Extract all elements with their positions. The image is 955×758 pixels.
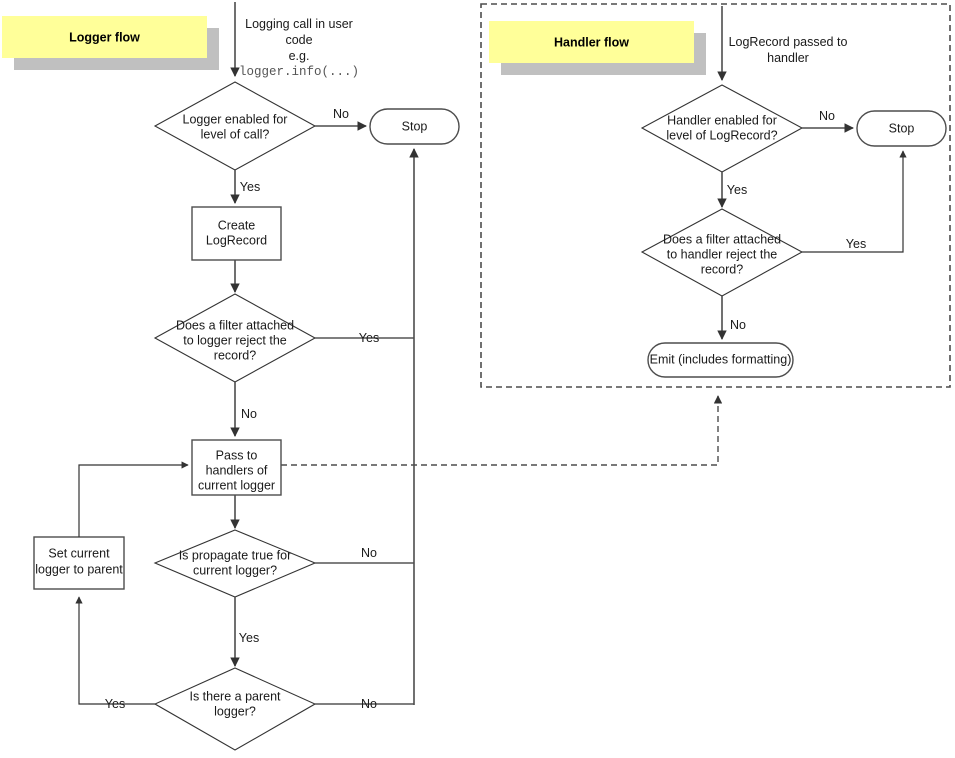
node-logger-enabled-line2: level of call? <box>201 127 270 141</box>
node-create-logrecord-line2: LogRecord <box>206 233 267 247</box>
logger-entry-text-line1: Logging call in user <box>245 17 353 31</box>
node-handler-enabled-line2: level of LogRecord? <box>666 128 777 142</box>
node-stop-handler <box>856 110 947 147</box>
handler-entry-text-line2: handler <box>767 51 809 65</box>
edge-pass-to-handler-flow <box>281 395 723 466</box>
edge-label-logger-enabled-no: No <box>333 107 349 121</box>
node-pass-to-handlers <box>191 439 282 496</box>
handler-flow-title-box <box>489 21 694 63</box>
node-stop-logger-label: Stop <box>402 119 428 133</box>
node-create-logrecord-line1: Create <box>218 218 256 232</box>
edge-label-handler-enabled-yes: Yes <box>727 183 747 197</box>
handler-flow-group-border <box>480 3 951 388</box>
edge-label-logger-enabled-yes: Yes <box>240 180 260 194</box>
node-create-logrecord <box>191 206 282 261</box>
node-pass-to-handlers-line2: handlers of <box>206 463 268 477</box>
node-logger-filter-line3: record? <box>214 348 256 362</box>
edge-label-handler-filter-no: No <box>730 318 746 332</box>
node-pass-to-handlers-line1: Pass to <box>216 448 258 462</box>
node-stop-handler-label: Stop <box>889 121 915 135</box>
node-set-parent-line2: logger to parent <box>35 562 123 576</box>
node-logger-filter-line1: Does a filter attached <box>176 318 294 332</box>
node-set-parent-line1: Set current <box>48 546 110 560</box>
edge-label-logger-filter-no: No <box>241 407 257 421</box>
node-pass-to-handlers-line3: current logger <box>198 478 275 492</box>
node-has-parent-line2: logger? <box>214 704 256 718</box>
edge-label-is-propagate-yes: Yes <box>239 631 259 645</box>
edge-set-parent-to-pass <box>78 461 189 537</box>
node-logger-enabled-line1: Logger enabled for <box>183 112 288 126</box>
node-has-parent-line1: Is there a parent <box>189 689 281 703</box>
logger-entry-text-line3: e.g. <box>289 49 310 63</box>
edge-label-logger-filter-yes: Yes <box>359 331 379 345</box>
node-is-propagate-line2: current logger? <box>193 563 277 577</box>
logger-entry-text-code: logger.info(...) <box>239 65 359 79</box>
node-handler-filter-line2: to handler reject the <box>667 247 778 261</box>
node-set-parent <box>33 536 125 590</box>
logger-flow-title-box <box>2 16 207 58</box>
edge-label-handler-filter-yes: Yes <box>846 237 866 251</box>
node-emit <box>647 342 794 378</box>
edge-label-has-parent-no: No <box>361 697 377 711</box>
logger-flow-title-label: Logger flow <box>69 30 140 44</box>
edge-handler-filter-yes <box>802 150 907 253</box>
edge-has-parent-yes <box>75 596 155 705</box>
logger-entry-text-line2: code <box>285 33 312 47</box>
edge-label-has-parent-yes: Yes <box>105 697 125 711</box>
node-stop-logger <box>369 108 460 145</box>
handler-entry-text-line1: LogRecord passed to <box>729 35 848 49</box>
node-has-parent <box>153 667 317 751</box>
edge-label-is-propagate-no: No <box>361 546 377 560</box>
node-handler-filter-line3: record? <box>701 262 743 276</box>
edge-label-handler-enabled-no: No <box>819 109 835 123</box>
node-is-propagate-line1: Is propagate true for <box>179 548 292 562</box>
node-handler-enabled-line1: Handler enabled for <box>667 113 777 127</box>
node-logger-filter-line2: to logger reject the <box>183 333 287 347</box>
node-emit-label: Emit (includes formatting) <box>650 352 792 366</box>
handler-flow-title-label: Handler flow <box>554 35 629 49</box>
node-handler-filter-line1: Does a filter attached <box>663 232 781 246</box>
